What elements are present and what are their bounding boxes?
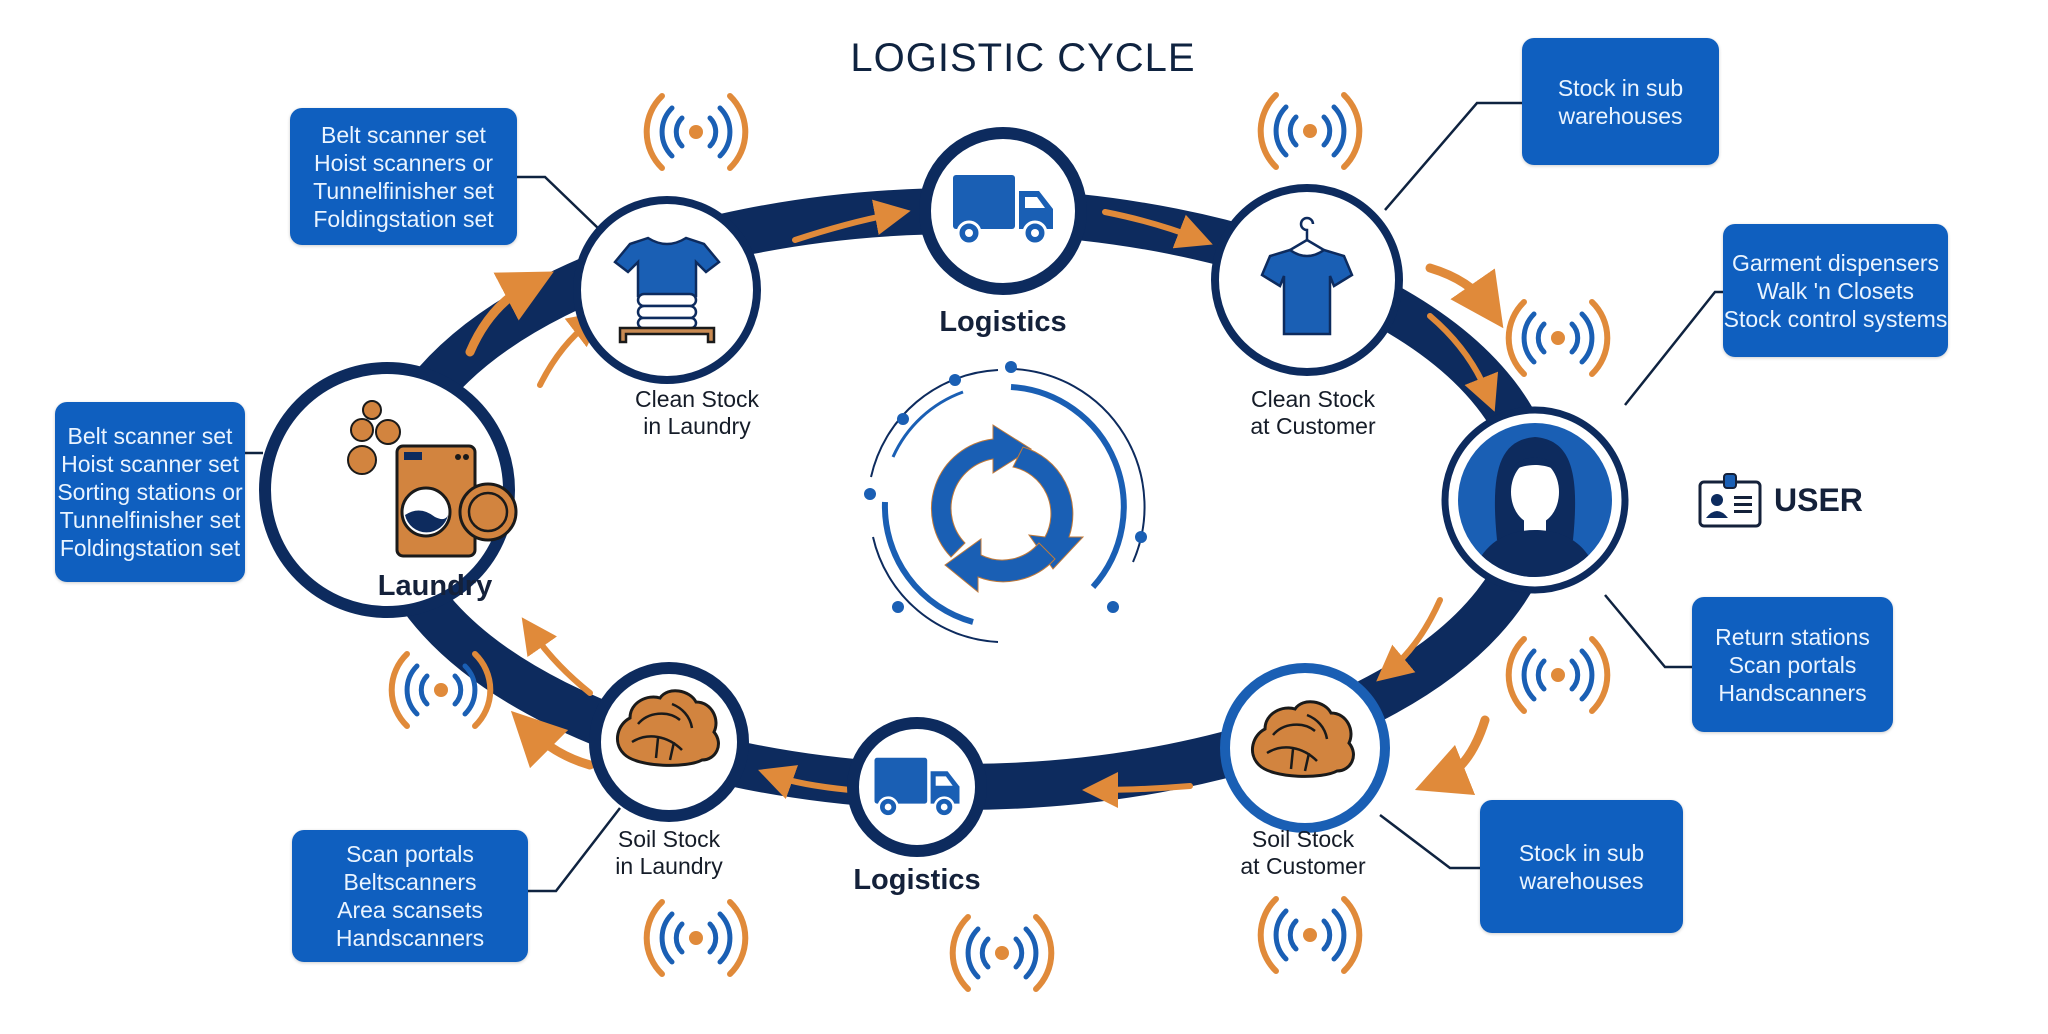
box-line: Tunnelfinisher set	[313, 177, 494, 204]
box-line: Walk 'n Closets	[1757, 277, 1914, 304]
flow-arrow-icon	[1425, 263, 1504, 329]
box-clean-customer-stock: Stock in sub warehouses	[1522, 38, 1719, 165]
rfid-signal-icon	[647, 96, 746, 168]
user-label: USER	[1774, 481, 1863, 518]
node-label-soil-stock-laundry: Soil Stock in Laundry	[615, 826, 722, 880]
box-line: Foldingstation set	[313, 205, 494, 232]
label-line: in Laundry	[643, 413, 751, 439]
label-line: in Laundry	[615, 853, 723, 879]
box-line: Return stations	[1715, 623, 1870, 650]
node-soil-stock-customer[interactable]	[1220, 663, 1390, 833]
flow-arrow-icon	[1376, 597, 1443, 682]
node-label-logistics-bottom: Logistics	[853, 864, 981, 896]
connector-lines	[245, 101, 1723, 893]
label-line: Clean Stock	[1250, 386, 1376, 412]
box-laundry-equipment: Belt scanner set Hoist scanner set Sorti…	[55, 402, 245, 582]
box-soil-laundry-equipment: Scan portals Beltscanners Area scansets …	[292, 830, 528, 962]
flow-arrow-icon	[1082, 771, 1193, 808]
washing-machine-icon	[347, 400, 518, 558]
label-line: at Customer	[1250, 413, 1376, 439]
rfid-signal-icon	[1261, 899, 1360, 971]
id-badge-icon	[1698, 473, 1762, 528]
box-line: Handscanners	[1718, 679, 1867, 706]
box-line: warehouses	[1519, 867, 1644, 894]
shirt-on-hanger-icon	[1260, 216, 1354, 336]
node-label-clean-stock-customer: Clean Stock at Customer	[1250, 386, 1375, 440]
rfid-signal-icon	[1261, 95, 1360, 167]
label-line: Clean Stock	[634, 386, 760, 412]
flow-arrow-icon	[1427, 313, 1499, 412]
box-line: Stock in sub	[1518, 839, 1645, 866]
node-label-soil-stock-customer: Soil Stock at Customer	[1240, 826, 1365, 880]
title-text: LOGISTIC CYCLE	[850, 36, 1196, 80]
node-laundry[interactable]	[259, 362, 518, 618]
box-line: Beltscanners	[343, 869, 477, 895]
node-label-laundry: Laundry	[377, 570, 493, 602]
box-line: Stock control systems	[1723, 305, 1948, 332]
box-line: Area scansets	[337, 897, 483, 923]
label-line: Soil Stock	[1251, 826, 1355, 852]
flow-arrow-icon	[465, 271, 554, 357]
rfid-signal-icon	[1509, 639, 1608, 711]
node-logistics-bottom[interactable]	[847, 717, 987, 857]
box-line: Scan portals	[346, 841, 474, 867]
outer-flow-arrows	[465, 263, 1504, 796]
flow-arrow-icon	[758, 765, 853, 800]
node-label-clean-stock-laundry: Clean Stock in Laundry	[635, 386, 759, 440]
box-line: Scan portals	[1728, 651, 1857, 678]
box-soil-customer-stock: Stock in sub warehouses	[1480, 800, 1683, 933]
flow-arrow-icon	[1414, 715, 1490, 796]
rfid-signal-icon	[647, 902, 746, 974]
rfid-signal-icon	[1509, 302, 1608, 374]
box-user-return: Return stations Scan portals Handscanner…	[1692, 597, 1893, 732]
flow-arrow-icon	[510, 710, 595, 770]
flow-arrow-icon	[537, 311, 605, 388]
node-label-logistics-top: Logistics	[939, 306, 1067, 338]
box-line: warehouses	[1558, 102, 1683, 129]
box-line: Handscanners	[335, 925, 485, 951]
flow-arrow-icon	[521, 617, 593, 696]
user-tag: USER	[1698, 472, 1863, 528]
box-line: Tunnelfinisher set	[59, 507, 241, 533]
flow-arrow-icon	[792, 199, 911, 243]
folded-shirt-on-shelf-icon	[613, 236, 721, 344]
label-line: Soil Stock	[617, 826, 721, 852]
box-line: Foldingstation set	[59, 535, 241, 561]
box-line: Sorting stations or	[57, 479, 243, 505]
label-line: at Customer	[1240, 853, 1366, 879]
node-logistics-top[interactable]	[919, 127, 1087, 295]
box-line: Belt scanner set	[321, 121, 486, 148]
page-title: LOGISTIC CYCLE	[0, 36, 2048, 81]
flow-arrow-icon	[1102, 209, 1213, 249]
box-line: Garment dispensers	[1731, 249, 1940, 276]
node-user[interactable]	[1441, 406, 1629, 594]
box-clean-laundry-equipment: Belt scanner set Hoist scanners or Tunne…	[290, 108, 517, 245]
recycle-cycle-icon	[864, 361, 1147, 643]
rfid-signal-icon	[953, 917, 1052, 989]
box-line: Hoist scanners or	[314, 149, 493, 176]
box-line: Hoist scanner set	[61, 451, 239, 477]
box-line: Belt scanner set	[67, 423, 233, 449]
node-soil-stock-laundry[interactable]	[589, 662, 749, 822]
node-clean-stock-customer[interactable]	[1211, 184, 1403, 376]
box-line: Stock in sub	[1557, 74, 1684, 101]
node-clean-stock-laundry[interactable]	[573, 196, 761, 384]
box-user-dispensing: Garment dispensers Walk 'n Closets Stock…	[1723, 224, 1948, 357]
